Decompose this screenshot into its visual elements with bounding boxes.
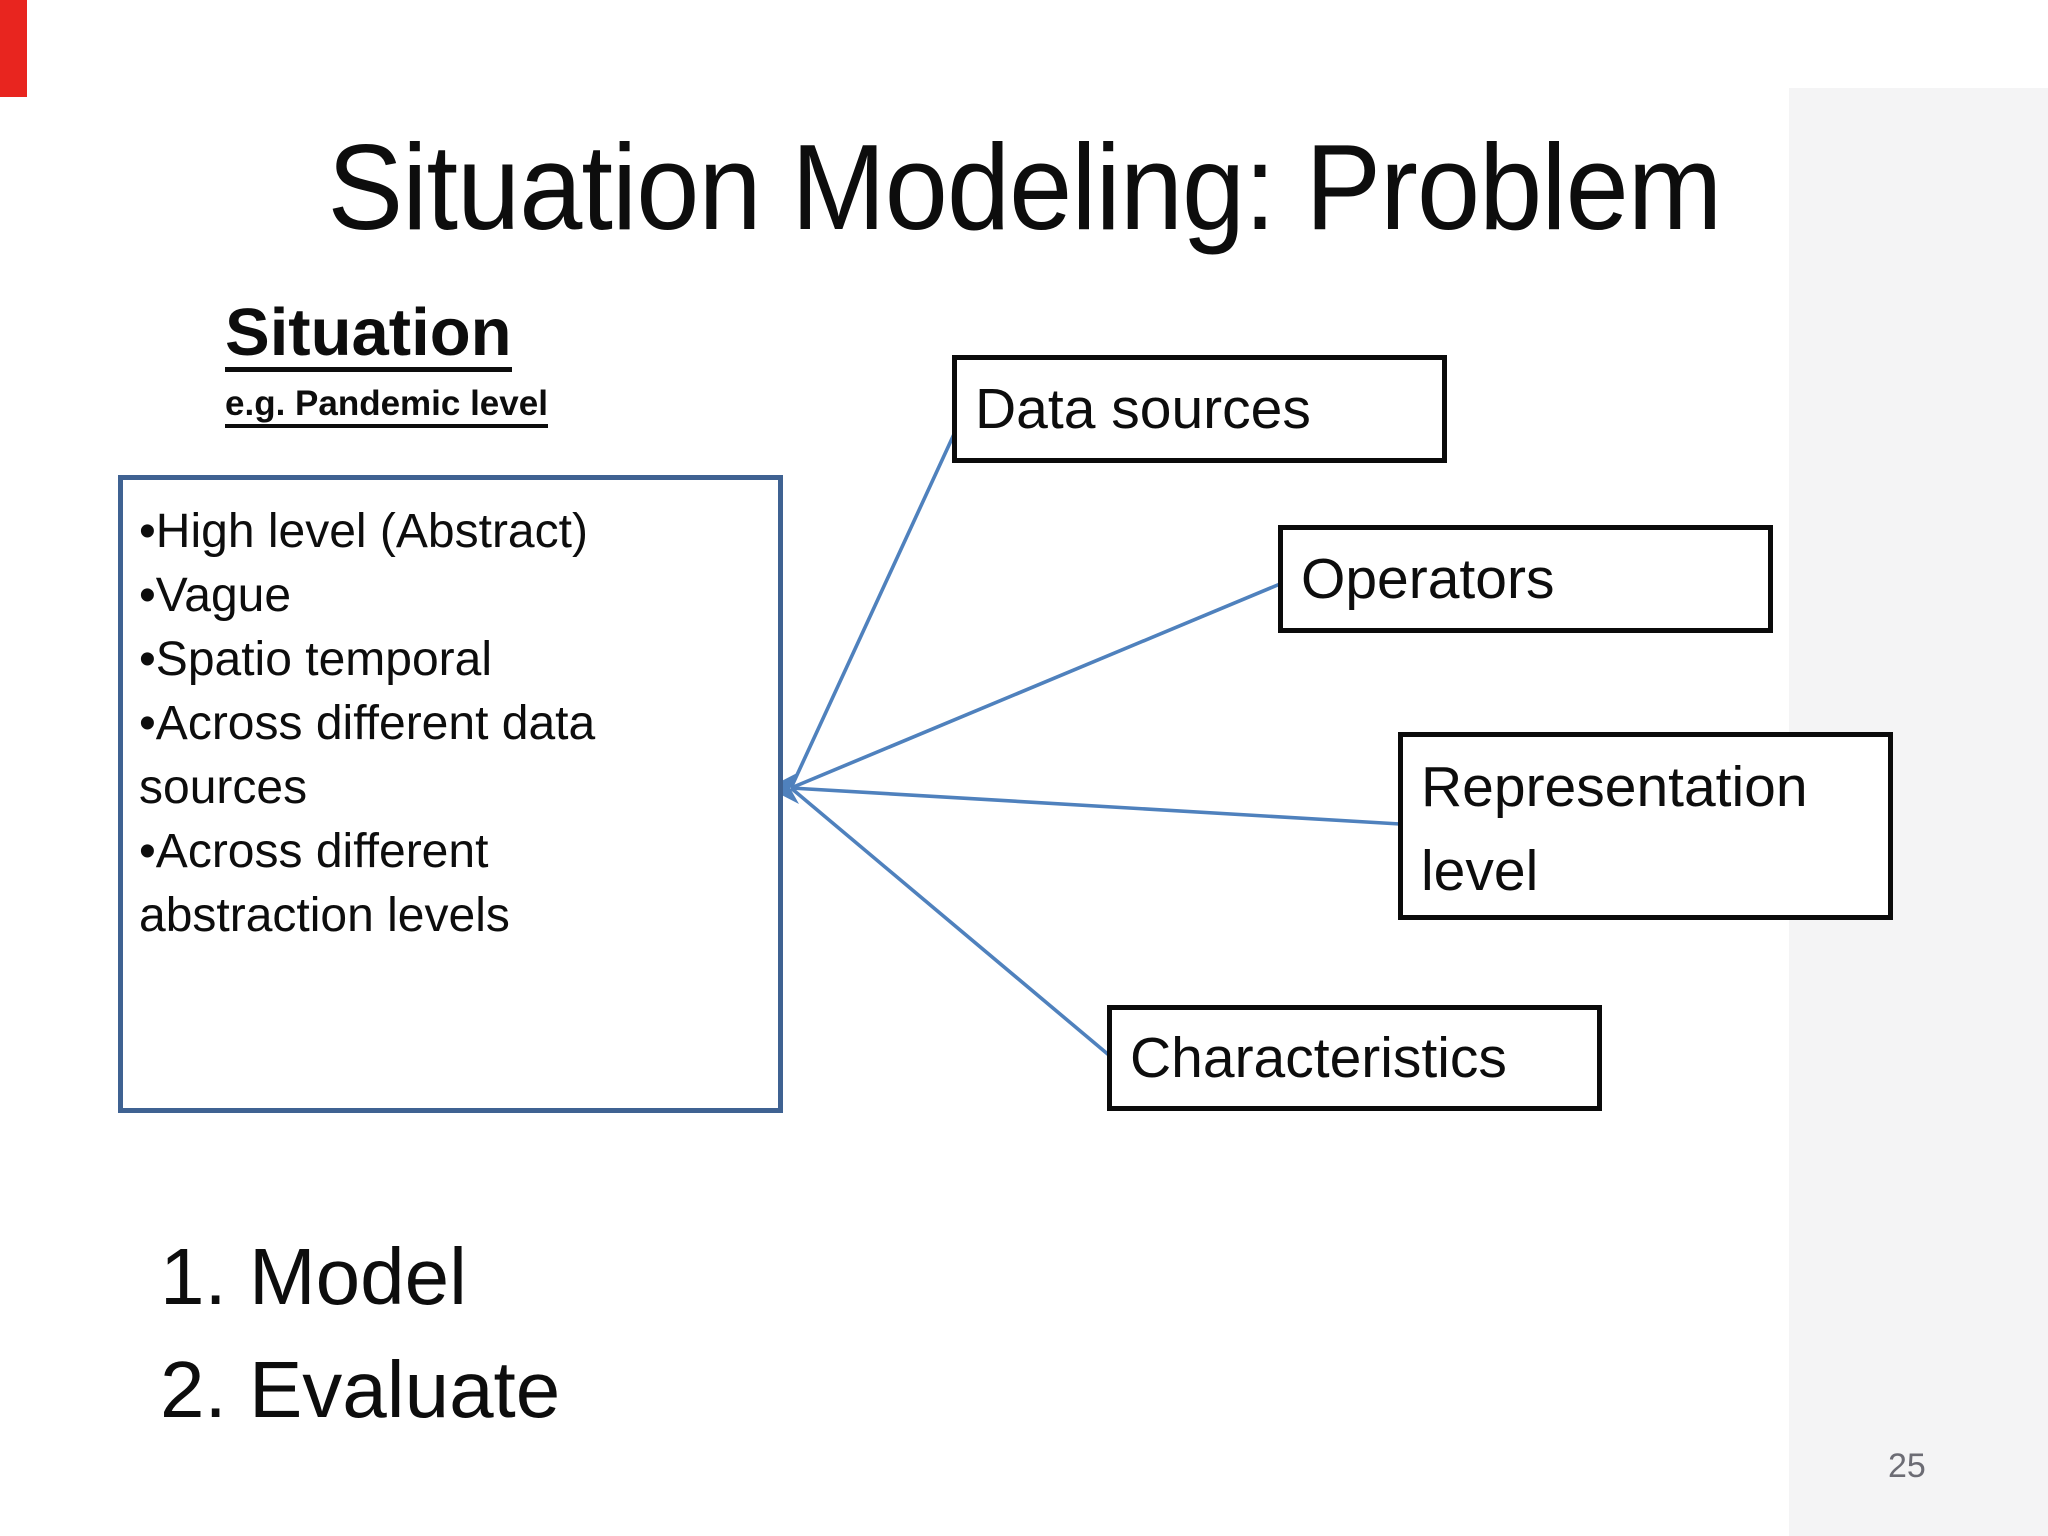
node-operators: Operators [1278,525,1773,633]
connector-operators [790,582,1281,790]
connector-characteristics [789,786,1112,1058]
page-title: Situation Modeling: Problem [0,112,2048,262]
arrow-head-icon [768,772,799,804]
situation-box-line: •Across different [139,825,489,878]
situation-box-line: •High level (Abstract) [139,505,588,558]
node-characteristics-label: Characteristics [1130,1026,1507,1090]
situation-box-line: •Spatio temporal [139,633,492,686]
page-title-text: Situation Modeling: Problem [327,119,1722,255]
situation-box-line: •Across different data [139,697,596,750]
node-data-sources: Data sources [952,355,1447,463]
situation-box: •High level (Abstract) •Vague •Spatio te… [118,475,783,1113]
node-data-sources-label: Data sources [975,377,1311,441]
node-characteristics: Characteristics [1107,1005,1602,1111]
task-list: 1. Model 2. Evaluate [160,1220,560,1446]
node-representation-level-label: Representation level [1421,755,1808,903]
page-number: 25 [1888,1447,1926,1485]
node-representation-level: Representation level [1398,732,1893,920]
situation-heading: Situation [225,295,512,372]
task-item-model: 1. Model [160,1232,467,1321]
situation-box-text: •High level (Abstract) •Vague •Spatio te… [123,480,778,948]
task-item-evaluate: 2. Evaluate [160,1345,561,1434]
situation-box-line: sources [139,761,308,814]
connector-representation-level [790,786,1401,826]
situation-example: e.g. Pandemic level [225,385,548,428]
situation-box-line: abstraction levels [139,889,510,942]
red-marker [0,0,27,97]
connector-data-sources [789,431,957,789]
situation-box-line: •Vague [139,569,292,622]
node-operators-label: Operators [1301,547,1555,611]
